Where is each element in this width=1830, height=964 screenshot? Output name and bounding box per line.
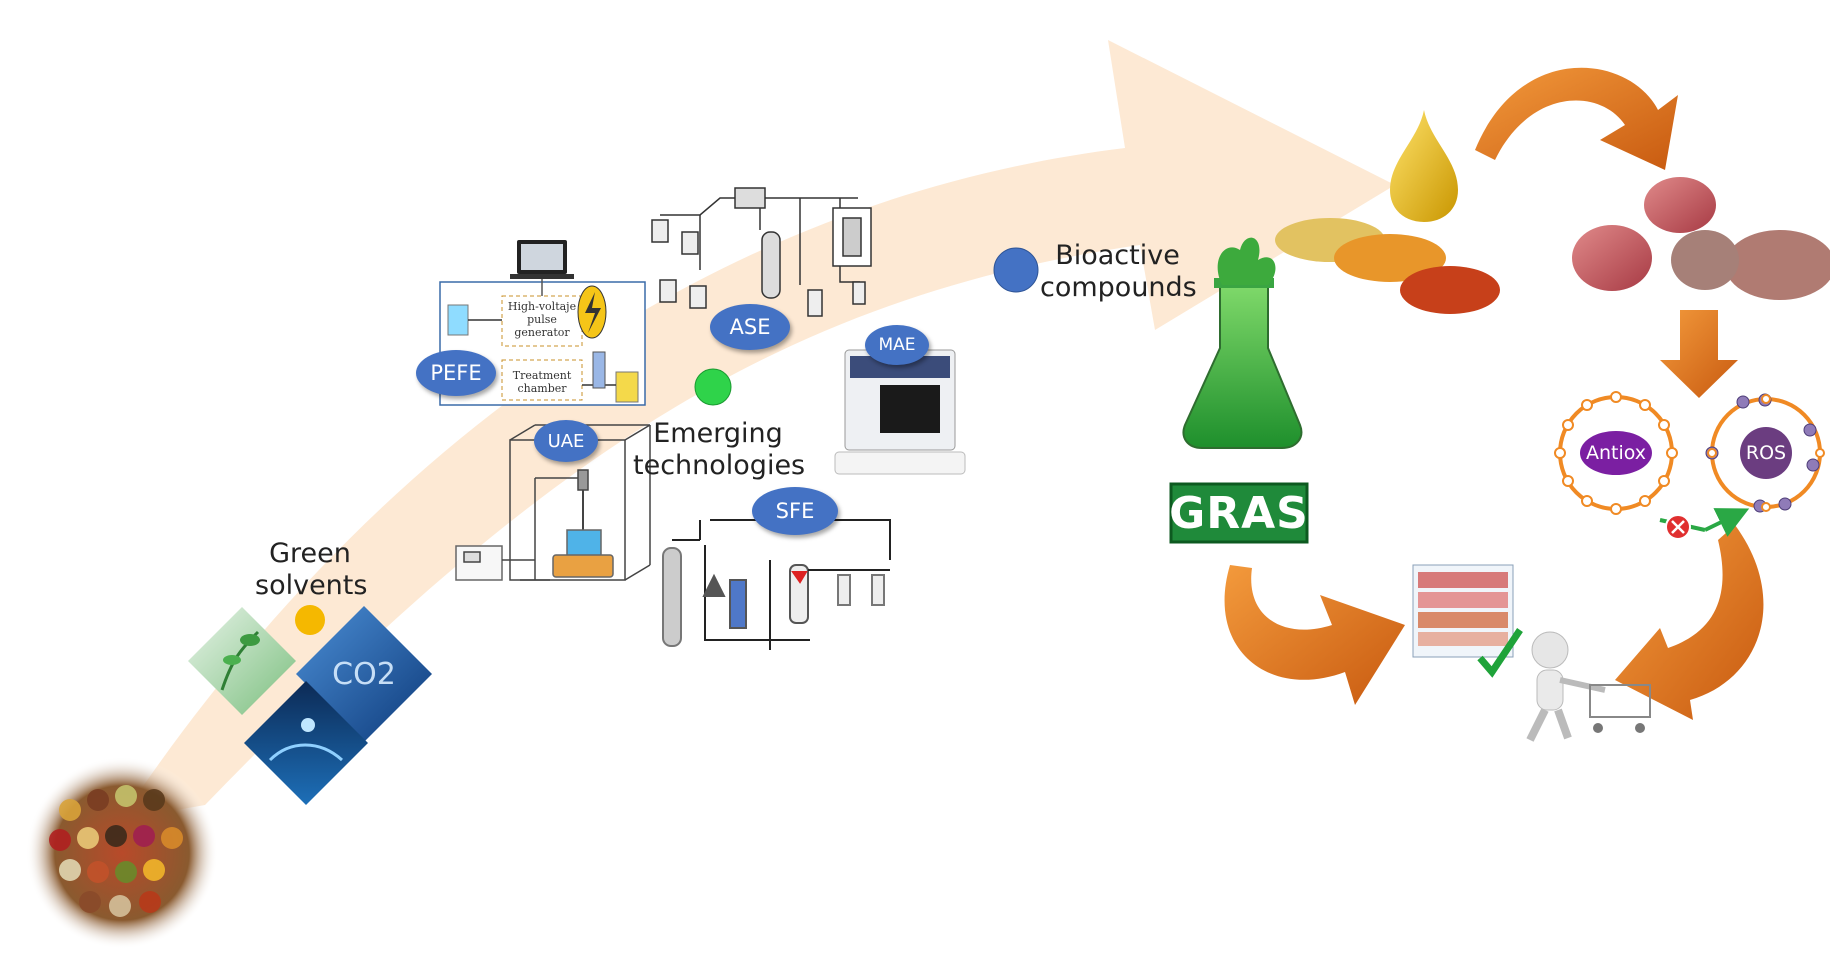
- gras-badge-bg: [1169, 482, 1309, 544]
- spice-pile-orange: [1334, 234, 1446, 282]
- plant-tile: [188, 607, 296, 715]
- antiox-ring-beads: [1554, 391, 1678, 515]
- emerging-technologies-label: Emerging technologies: [633, 418, 806, 481]
- ros-label: ROS: [1745, 442, 1787, 464]
- green-solvent-tiles: CO2: [188, 606, 432, 805]
- green-solvents-label: Green solvents: [255, 538, 368, 601]
- bioactive-compounds-label: Bioactive compounds: [1040, 240, 1197, 303]
- meat-products-image: [1571, 177, 1830, 303]
- progress-arrow-band: [120, 40, 1395, 820]
- sfe-schematic: [662, 519, 891, 650]
- mae-microwave: [834, 349, 966, 475]
- cycle-arrow-left-lower: [1224, 565, 1405, 705]
- pefe-pill: PEFE: [416, 350, 496, 396]
- retail-display-image: [1412, 564, 1523, 678]
- ase-schematic: [651, 187, 872, 317]
- gras-badge-text: GRAS: [1169, 487, 1309, 539]
- cycle-arrow-down: [1660, 310, 1738, 398]
- antiox-label: Antiox: [1585, 442, 1647, 464]
- pefe-generator-text: High-voltaje pulse generator: [507, 300, 577, 339]
- ase-pill: ASE: [710, 304, 790, 350]
- uae-pill: UAE: [534, 420, 598, 462]
- uae-setup: [455, 424, 651, 581]
- spice-bowls-image: [26, 757, 218, 949]
- pefe-chamber-text: Treatment chamber: [512, 369, 572, 395]
- cycle-arrow-right-lower: [1615, 525, 1764, 720]
- water-tile: [244, 681, 368, 805]
- inhibition-x-icon: [1665, 514, 1691, 540]
- pefe-panel: [439, 240, 646, 406]
- bioactive-compounds-dot: [993, 247, 1039, 293]
- green-solvents-dot: [295, 605, 325, 635]
- emerging-technologies-dot: [694, 368, 732, 406]
- sfe-pill: SFE: [752, 487, 838, 535]
- spice-pile-red: [1400, 266, 1500, 314]
- co2-tile-text: CO2: [332, 657, 396, 692]
- shopper-figure: [1526, 631, 1651, 742]
- oil-drop-icon: [1390, 110, 1458, 222]
- cycle-arrow-top: [1475, 67, 1678, 170]
- checkmark-icon: [1477, 628, 1523, 678]
- mae-pill: MAE: [865, 325, 929, 365]
- gras-flask: [1182, 237, 1303, 449]
